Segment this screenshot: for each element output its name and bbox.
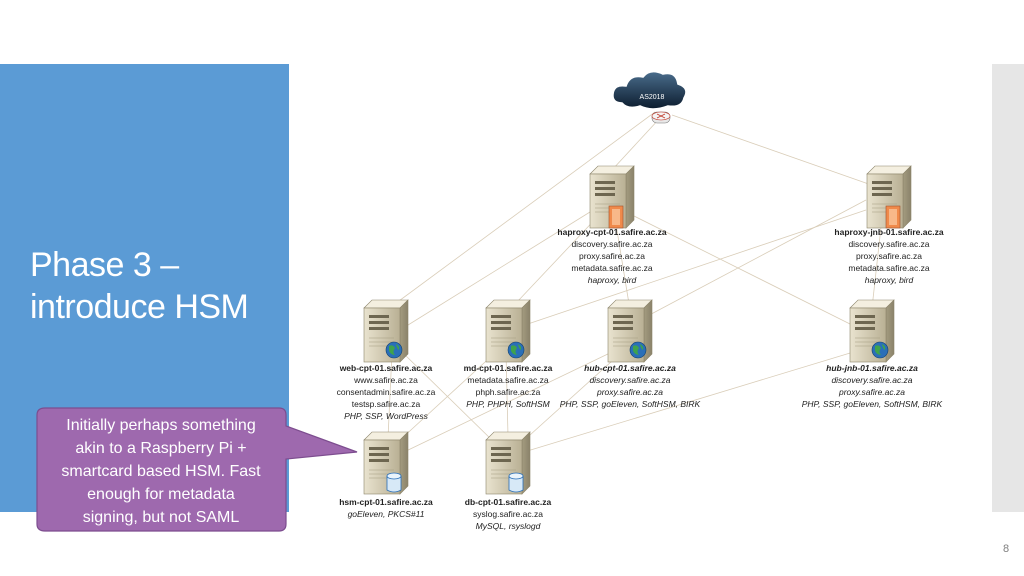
label-md-cpt: md-cpt-01.safire.ac.za metadata.safire.a…: [423, 362, 593, 410]
server-md-cpt: [485, 299, 531, 363]
globe-icon: [507, 341, 525, 359]
label-hsm-cpt: hsm-cpt-01.safire.ac.za goEleven, PKCS#1…: [301, 496, 471, 520]
server-name: hsm-cpt-01.safire.ac.za: [339, 497, 433, 507]
label-haproxy-cpt: haproxy-cpt-01.safire.ac.za discovery.sa…: [527, 226, 697, 286]
link-haproxy-cpt-hub-cpt: [613, 211, 631, 311]
server-detail: proxy.safire.ac.za: [856, 251, 922, 261]
callout-line: akin to a Raspberry Pi +: [75, 440, 247, 457]
label-hub-jnb: hub-jnb-01.safire.ac.za discovery.safire…: [787, 362, 957, 410]
callout-shape: [36, 407, 358, 532]
link-web-hsm: [387, 351, 393, 439]
server-detail: www.safire.ac.za: [354, 375, 418, 385]
label-web-cpt: web-cpt-01.safire.ac.za www.safire.ac.za…: [301, 362, 471, 422]
server-hub-jnb: [849, 299, 895, 363]
server-detail: metadata.safire.ac.za: [467, 375, 549, 385]
connection-lines: [383, 111, 883, 453]
server-web-cpt: [363, 299, 409, 363]
server-detail: metadata.safire.ac.za: [848, 263, 930, 273]
server-detail: testsp.safire.ac.za: [351, 399, 421, 409]
server-detail: proxy.safire.ac.za: [839, 387, 905, 397]
link-hub-cpt-hsm: [403, 351, 613, 453]
globe-icon: [871, 341, 889, 359]
server-detail: proxy.safire.ac.za: [597, 387, 663, 397]
link-cloud-haproxy-jnb: [671, 114, 881, 189]
title-line: introduce HSM: [30, 288, 249, 326]
link-hub-cpt-db: [519, 351, 623, 445]
label-db-cpt: db-cpt-01.safire.ac.za syslog.safire.ac.…: [423, 496, 593, 532]
side-bar: [992, 64, 1024, 512]
server-name: haproxy-jnb-01.safire.ac.za: [834, 227, 944, 237]
server-software: PHP, SSP, WordPress: [344, 411, 428, 421]
label-haproxy-jnb: haproxy-jnb-01.safire.ac.za discovery.sa…: [804, 226, 974, 286]
callout-line: signing, but not SAML: [82, 509, 240, 526]
server-name: web-cpt-01.safire.ac.za: [339, 363, 433, 373]
page-number: 8: [1003, 543, 1010, 555]
server-detail: discovery.safire.ac.za: [571, 239, 653, 249]
server-name: hub-cpt-01.safire.ac.za: [584, 363, 676, 373]
server-software: goEleven, PKCS#11: [347, 509, 425, 519]
database-icon: [508, 472, 524, 493]
link-haproxy-jnb-hub-jnb: [871, 217, 883, 309]
server-name: db-cpt-01.safire.ac.za: [464, 497, 552, 507]
server-detail: consentadmin.safire.ac.za: [336, 387, 436, 397]
server-software: MySQL, rsyslogd: [475, 521, 541, 531]
server-software: haproxy, bird: [864, 275, 914, 285]
server-software: PHP, SSP, goEleven, SoftHSM, BIRK: [559, 399, 701, 409]
server-name: haproxy-cpt-01.safire.ac.za: [557, 227, 667, 237]
server-detail: phph.safire.ac.za: [475, 387, 541, 397]
server-name: md-cpt-01.safire.ac.za: [463, 363, 553, 373]
server-detail: proxy.safire.ac.za: [579, 251, 645, 261]
callout-line: smartcard based HSM. Fast: [61, 463, 261, 480]
server-hub-cpt: [607, 299, 653, 363]
server-software: PHP, SSP, goEleven, SoftHSM, BIRK: [801, 399, 943, 409]
server-hsm-cpt: [363, 431, 409, 495]
cloud-router-icon: [612, 70, 687, 124]
link-haproxy-jnb-md: [509, 209, 867, 331]
title-line: Phase 3 –: [30, 246, 179, 284]
server-haproxy-jnb: [866, 165, 912, 229]
server-detail: syslog.safire.ac.za: [473, 509, 543, 519]
link-web-db: [401, 351, 497, 445]
slide-title: Phase 3 – introduce HSM: [30, 244, 280, 328]
server-detail: discovery.safire.ac.za: [589, 375, 671, 385]
server-detail: discovery.safire.ac.za: [848, 239, 930, 249]
link-cloud-web: [383, 111, 656, 313]
server-proxy-icon: [885, 205, 901, 229]
callout-line: Initially perhaps something: [66, 417, 256, 434]
cloud-label: AS2018: [639, 94, 665, 101]
link-hub-jnb-db: [523, 349, 861, 453]
server-haproxy-cpt: [589, 165, 635, 229]
server-software: PHP, PHPH, SoftHSM: [466, 399, 550, 409]
link-haproxy-jnb-hub-cpt: [639, 199, 867, 321]
server-db-cpt: [485, 431, 531, 495]
link-md-db: [505, 351, 509, 437]
server-detail: metadata.safire.ac.za: [571, 263, 653, 273]
link-haproxy-cpt-hub-jnb: [625, 211, 859, 329]
server-proxy-icon: [608, 205, 624, 229]
database-icon: [386, 472, 402, 493]
label-hub-cpt: hub-cpt-01.safire.ac.za discovery.safire…: [545, 362, 715, 410]
callout-text: Initially perhaps something akin to a Ra…: [40, 414, 282, 529]
link-haproxy-cpt-web: [399, 211, 591, 331]
server-detail: discovery.safire.ac.za: [831, 375, 913, 385]
server-name: hub-jnb-01.safire.ac.za: [826, 363, 918, 373]
callout-line: enough for metadata: [87, 486, 235, 503]
link-md-hsm: [399, 351, 497, 441]
server-software: haproxy, bird: [587, 275, 637, 285]
globe-icon: [385, 341, 403, 359]
link-cloud-haproxy-cpt: [611, 117, 661, 171]
globe-icon: [629, 341, 647, 359]
